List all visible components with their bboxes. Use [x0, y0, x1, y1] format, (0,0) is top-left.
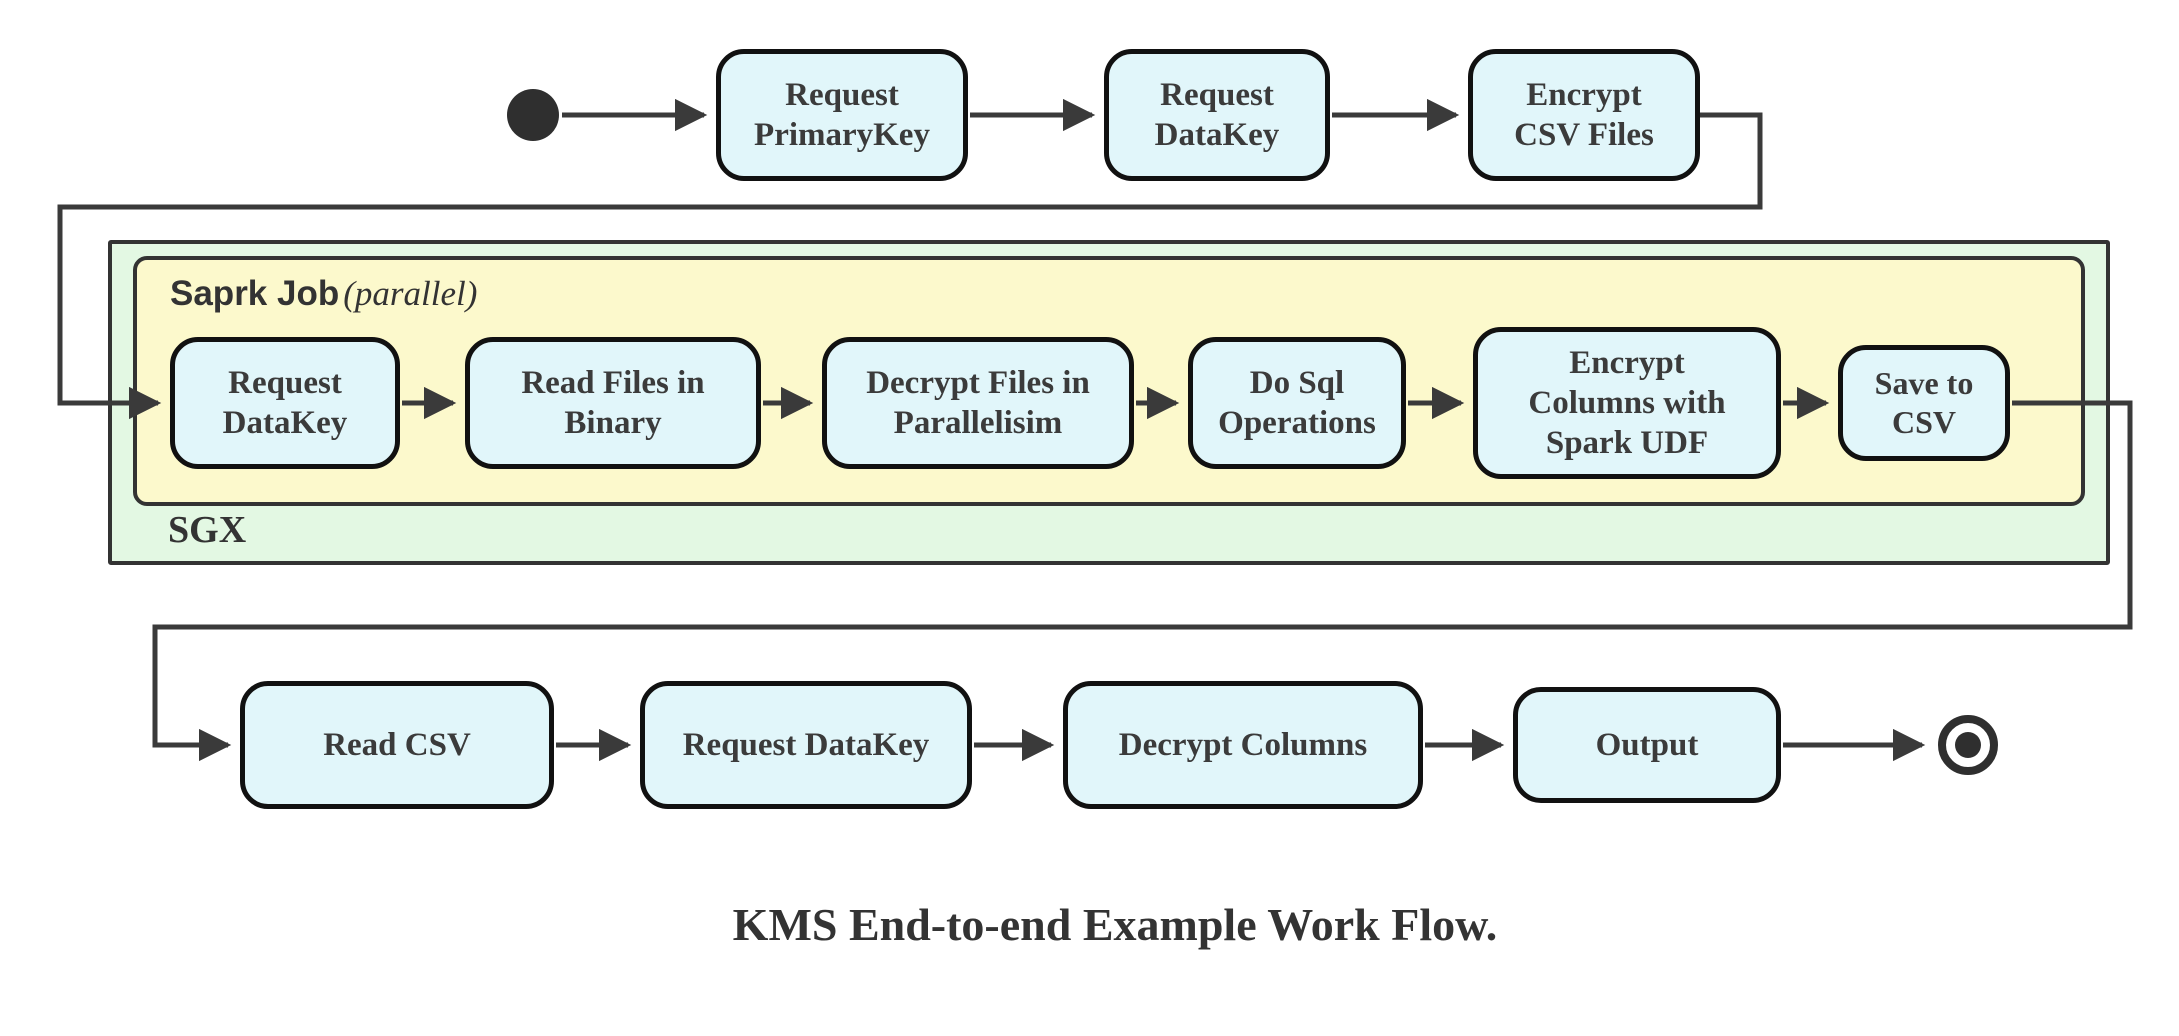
state-node-decrypt-columns: Decrypt Columns: [1063, 681, 1423, 809]
final-state-ring: [1938, 715, 1998, 775]
state-node-request-datakey-bottom: Request DataKey: [640, 681, 972, 809]
initial-state-dot: [507, 89, 559, 141]
state-node-encrypt-columns-with-spark-udf: Encrypt Columns with Spark UDF: [1473, 327, 1781, 479]
state-node-request-primarykey: Request PrimaryKey: [716, 49, 968, 181]
state-node-decrypt-files-in-parallelisim: Decrypt Files in Parallelisim: [822, 337, 1134, 469]
sgx-label: SGX: [168, 509, 247, 551]
state-node-request-datakey-sgx: Request DataKey: [170, 337, 400, 469]
state-node-read-files-in-binary: Read Files in Binary: [465, 337, 761, 469]
spark-job-label: Saprk Job (parallel): [170, 274, 477, 314]
state-node-read-csv: Read CSV: [240, 681, 554, 809]
state-node-do-sql-operations: Do Sql Operations: [1188, 337, 1406, 469]
state-node-request-datakey-top: Request DataKey: [1104, 49, 1330, 181]
spark-job-label-text: Saprk Job: [170, 274, 340, 313]
spark-job-qualifier-text: (parallel): [343, 274, 478, 313]
state-node-save-to-csv: Save to CSV: [1838, 345, 2010, 461]
final-state-dot: [1955, 732, 1981, 758]
state-node-output: Output: [1513, 687, 1781, 803]
state-node-encrypt-csv-files: Encrypt CSV Files: [1468, 49, 1700, 181]
diagram-caption: KMS End-to-end Example Work Flow.: [732, 899, 1498, 950]
